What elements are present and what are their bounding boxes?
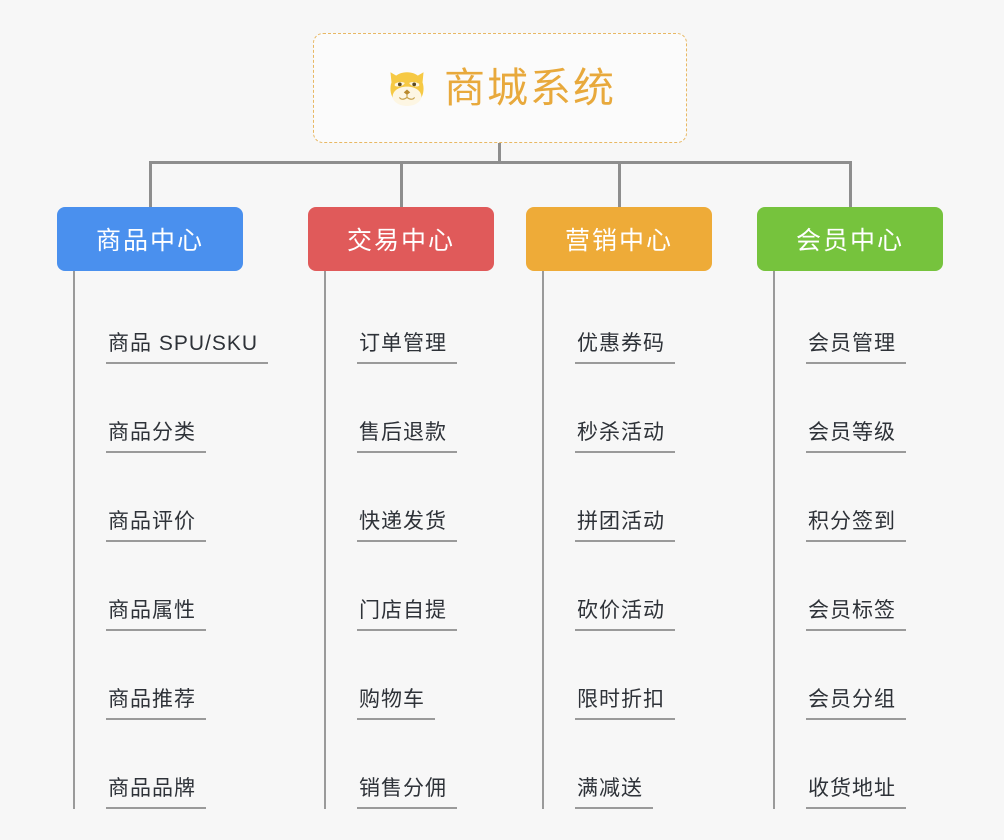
list-item[interactable]: 会员管理 [775,275,943,364]
list-item-label: 售后退款 [357,421,457,453]
list-item-label: 满减送 [575,777,653,809]
branch-items-3: 优惠券码 秒杀活动 拼团活动 砍价活动 限时折扣 满减送 [542,271,712,809]
connector-drop-1 [149,161,152,207]
list-item[interactable]: 商品推荐 [75,631,243,720]
list-item[interactable]: 拼团活动 [544,453,712,542]
list-item-label: 限时折扣 [575,688,675,720]
list-item-label: 秒杀活动 [575,421,675,453]
root-node[interactable]: 商城系统 [313,33,687,143]
list-item-label: 快递发货 [357,510,457,542]
list-item[interactable]: 售后退款 [326,364,494,453]
list-item-label: 商品评价 [106,510,206,542]
list-item[interactable]: 满减送 [544,720,712,809]
list-item-label: 商品推荐 [106,688,206,720]
list-item[interactable]: 优惠券码 [544,275,712,364]
list-item[interactable]: 收货地址 [775,720,943,809]
list-item[interactable]: 砍价活动 [544,542,712,631]
branch-items-2: 订单管理 售后退款 快递发货 门店自提 购物车 销售分佣 [324,271,494,809]
list-item-label: 优惠券码 [575,332,675,364]
list-item-label: 会员管理 [806,332,906,364]
list-item[interactable]: 商品 SPU/SKU [75,275,269,364]
connector-drop-4 [849,161,852,207]
branch-header-4[interactable]: 会员中心 [757,207,943,271]
connector-horizontal-bus [149,161,852,164]
list-item[interactable]: 秒杀活动 [544,364,712,453]
list-item[interactable]: 会员等级 [775,364,943,453]
list-item[interactable]: 快递发货 [326,453,494,542]
connector-drop-2 [400,161,403,207]
branch-column-4: 会员中心 会员管理 会员等级 积分签到 会员标签 会员分组 收货地址 [757,207,943,809]
list-item-label: 商品品牌 [106,777,206,809]
branch-column-3: 营销中心 优惠券码 秒杀活动 拼团活动 砍价活动 限时折扣 满减送 [526,207,712,809]
list-item-label: 门店自提 [357,599,457,631]
list-item-label: 拼团活动 [575,510,675,542]
list-item[interactable]: 会员标签 [775,542,943,631]
connector-drop-3 [618,161,621,207]
branch-items-1: 商品 SPU/SKU 商品分类 商品评价 商品属性 商品推荐 商品品牌 [73,271,269,809]
branch-header-3[interactable]: 营销中心 [526,207,712,271]
list-item[interactable]: 商品品牌 [75,720,243,809]
connector-root-stem [498,143,501,164]
root-title: 商城系统 [444,64,616,111]
branch-column-2: 交易中心 订单管理 售后退款 快递发货 门店自提 购物车 销售分佣 [308,207,494,809]
list-item[interactable]: 商品分类 [75,364,243,453]
branch-header-1[interactable]: 商品中心 [57,207,243,271]
list-item[interactable]: 商品属性 [75,542,243,631]
list-item[interactable]: 限时折扣 [544,631,712,720]
list-item[interactable]: 会员分组 [775,631,943,720]
list-item-label: 商品属性 [106,599,206,631]
list-item[interactable]: 门店自提 [326,542,494,631]
list-item-label: 商品分类 [106,421,206,453]
list-item-label: 会员标签 [806,599,906,631]
list-item[interactable]: 销售分佣 [326,720,494,809]
list-item[interactable]: 订单管理 [326,275,494,364]
branch-column-1: 商品中心 商品 SPU/SKU 商品分类 商品评价 商品属性 商品推荐 商品品牌 [57,207,269,809]
list-item-label: 订单管理 [357,332,457,364]
list-item-label: 会员分组 [806,688,906,720]
list-item-label: 会员等级 [806,421,906,453]
list-item[interactable]: 积分签到 [775,453,943,542]
list-item-label: 收货地址 [806,777,906,809]
branch-header-2[interactable]: 交易中心 [308,207,494,271]
list-item[interactable]: 购物车 [326,631,494,720]
branch-items-4: 会员管理 会员等级 积分签到 会员标签 会员分组 收货地址 [773,271,943,809]
list-item-label: 商品 SPU/SKU [106,332,269,364]
shiba-dog-face-icon [390,72,424,106]
list-item-label: 砍价活动 [575,599,675,631]
list-item-label: 购物车 [357,688,435,720]
list-item-label: 销售分佣 [357,777,457,809]
list-item-label: 积分签到 [806,510,906,542]
list-item[interactable]: 商品评价 [75,453,243,542]
